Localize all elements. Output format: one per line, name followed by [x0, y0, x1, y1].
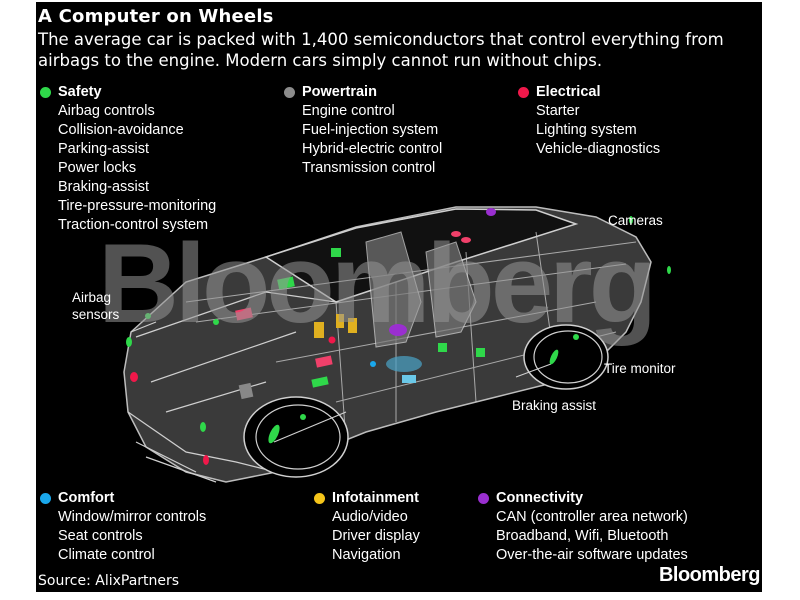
infotainment-dot-icon: [314, 493, 325, 504]
list-item: Power locks: [58, 160, 137, 176]
list-item: Audio/video: [332, 509, 408, 525]
category-title: Powertrain: [302, 84, 377, 100]
list-item: Window/mirror controls: [58, 509, 207, 525]
callout-label: sensors: [72, 307, 120, 322]
list-item: Broadband, Wifi, Bluetooth: [496, 528, 669, 544]
category-safety: Safety Airbag controls Collision-avoidan…: [38, 83, 216, 235]
infographic-subtitle: The average car is packed with 1,400 sem…: [38, 30, 724, 70]
category-comfort: Comfort Window/mirror controls Seat cont…: [38, 489, 206, 565]
infographic-title: A Computer on Wheels: [38, 6, 274, 27]
callout-tire-monitor: Tire monitor: [604, 361, 676, 376]
chip-markers: [126, 208, 671, 465]
list-item: Airbag controls: [58, 103, 155, 119]
callout-label: Airbag: [72, 290, 112, 305]
category-powertrain: Powertrain Engine control Fuel-injection…: [282, 83, 442, 178]
list-item: Engine control: [302, 103, 395, 119]
car-hood-lines: [130, 291, 337, 413]
front-wheel: [243, 396, 349, 478]
list-item: Transmission control: [302, 160, 436, 176]
callout-braking-assist: Braking assist: [512, 398, 597, 413]
comfort-dot-icon: [40, 493, 51, 504]
infographic-panel: A Computer on Wheels The average car is …: [36, 2, 762, 592]
bloomberg-watermark: Bloomberg: [98, 221, 657, 346]
car-illustration: [123, 206, 671, 483]
category-electrical: Electrical Starter Lighting system Vehic…: [516, 83, 660, 159]
list-item: Braking-assist: [58, 179, 150, 195]
bloomberg-logo: Bloomberg: [658, 564, 761, 586]
list-item: Hybrid-electric control: [302, 141, 443, 157]
car-front-grille: [127, 411, 277, 483]
category-title: Infotainment: [332, 490, 419, 506]
list-item: Fuel-injection system: [302, 122, 439, 138]
list-item: Tire-pressure-monitoring: [58, 198, 217, 214]
list-item: Traction-control system: [58, 217, 209, 233]
list-item: Lighting system: [536, 122, 637, 138]
electrical-dot-icon: [518, 87, 529, 98]
callout-cameras: Cameras: [608, 213, 663, 228]
rear-wheel: [515, 324, 609, 390]
list-item: CAN (controller area network): [496, 509, 688, 525]
category-title: Comfort: [58, 490, 115, 506]
list-item: Seat controls: [58, 528, 143, 544]
list-item: Over-the-air software updates: [496, 547, 688, 563]
list-item: Parking-assist: [58, 141, 150, 157]
category-title: Electrical: [536, 84, 601, 100]
car-seat: [425, 241, 477, 338]
category-title: Connectivity: [496, 490, 584, 506]
list-item: Navigation: [332, 547, 401, 563]
category-connectivity: Connectivity CAN (controller area networ…: [476, 489, 688, 565]
safety-dot-icon: [40, 87, 51, 98]
list-item: Vehicle-diagnostics: [536, 141, 661, 157]
category-infotainment: Infotainment Audio/video Driver display …: [312, 489, 420, 565]
list-item: Climate control: [58, 547, 155, 563]
list-item: Starter: [536, 103, 580, 119]
connectivity-dot-icon: [478, 493, 489, 504]
source-note: Source: AlixPartners: [38, 573, 180, 589]
list-item: Driver display: [332, 528, 420, 544]
powertrain-dot-icon: [284, 87, 295, 98]
list-item: Collision-avoidance: [58, 122, 184, 138]
callout-airbag-sensors: Airbag sensors: [72, 289, 119, 323]
car-windshield: [264, 208, 579, 303]
category-title: Safety: [58, 84, 102, 100]
car-seat: [365, 231, 422, 348]
